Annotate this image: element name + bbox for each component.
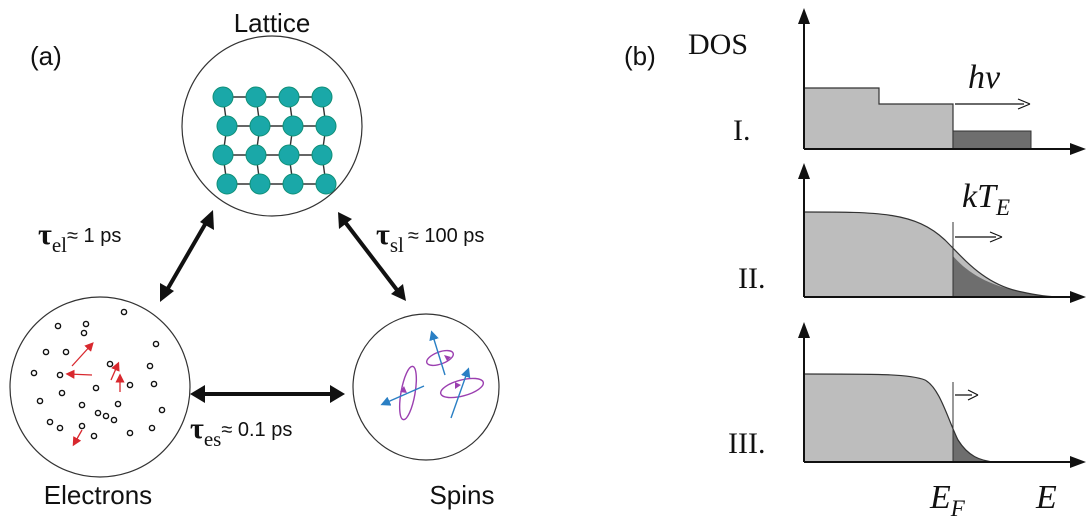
panel-b-label: (b) xyxy=(624,41,656,71)
row-2-label: II. xyxy=(738,262,765,295)
lattice-atom xyxy=(278,86,300,108)
lattice-label: Lattice xyxy=(234,8,311,38)
spin-lattice-arrowhead-bottom xyxy=(391,284,406,301)
electron xyxy=(94,409,102,417)
electron xyxy=(54,322,62,330)
electron xyxy=(120,308,128,316)
row-1-label: I. xyxy=(733,114,751,147)
electron xyxy=(58,389,66,397)
electron xyxy=(90,432,98,440)
spins-node: Spins xyxy=(352,313,500,510)
tau-el-label: τel≈ 1 ps xyxy=(38,218,121,257)
electron xyxy=(102,412,110,420)
electron xyxy=(56,371,64,379)
spins-circle xyxy=(352,313,500,461)
electron-gas xyxy=(30,308,166,447)
electron xyxy=(148,424,156,432)
spin-lattice-arrowhead-top xyxy=(338,212,352,229)
tau-es-label: τes≈ 0.1 ps xyxy=(190,412,292,451)
lattice-atom xyxy=(315,115,337,137)
electron xyxy=(110,416,118,424)
lattice-atom xyxy=(245,86,267,108)
electron xyxy=(42,348,50,356)
lattice-atom xyxy=(315,173,337,195)
electron xyxy=(56,424,64,432)
lattice-atom xyxy=(278,144,300,166)
electron-lattice-arrowhead-bottom xyxy=(160,283,174,302)
lattice-atom xyxy=(282,173,304,195)
lattice-atom xyxy=(282,115,304,137)
spin-precession-icon xyxy=(380,330,485,421)
spins-label: Spins xyxy=(429,480,494,510)
electron xyxy=(152,340,160,348)
electron-lattice-arrow xyxy=(165,219,209,292)
electron xyxy=(146,362,154,370)
electron xyxy=(114,400,122,408)
lattice-atom xyxy=(212,144,234,166)
lattice-atom xyxy=(212,86,234,108)
electrons-node: Electrons xyxy=(9,296,191,510)
electron xyxy=(158,406,166,414)
electron xyxy=(126,381,134,389)
electron-velocity-arrow xyxy=(71,342,94,367)
panel-a: (a) Lattice Electrons xyxy=(9,8,500,510)
electrons-label: Electrons xyxy=(44,480,152,510)
thermal-energy-label: kTE xyxy=(962,178,1010,220)
electron-velocity-arrow xyxy=(72,429,83,447)
fermi-energy-label: EF xyxy=(929,479,966,521)
dos-axis-label: DOS xyxy=(688,28,748,61)
electron-velocity-arrow xyxy=(65,369,93,379)
spin-lattice-arrow xyxy=(343,220,399,292)
dos-row-1: hν I. xyxy=(733,8,1086,155)
lattice-node: Lattice xyxy=(181,8,363,217)
electrons-circle xyxy=(9,296,191,478)
electron xyxy=(46,418,54,426)
electron-spin-arrowhead-left xyxy=(190,385,205,403)
excited-electrons xyxy=(952,130,1032,150)
row-3-label: III. xyxy=(728,427,765,460)
filled-band-high xyxy=(804,88,879,149)
electron xyxy=(36,397,44,405)
lattice-atom xyxy=(249,173,271,195)
electron xyxy=(150,380,158,388)
electron-lattice-arrowhead-top xyxy=(200,210,214,230)
energy-axis-label: E xyxy=(1035,479,1057,516)
electron-velocity-arrow xyxy=(110,361,120,381)
electron xyxy=(126,429,134,437)
electron xyxy=(62,348,70,356)
electron xyxy=(92,384,100,392)
photon-energy-label: hν xyxy=(968,59,1001,96)
lattice-atom xyxy=(311,86,333,108)
lattice-atom xyxy=(311,144,333,166)
tau-sl-label: τsl≈ 100 ps xyxy=(376,218,484,257)
lattice-grid xyxy=(212,86,337,195)
electron xyxy=(78,401,86,409)
lattice-atom xyxy=(216,173,238,195)
dos-row-2: kTE II. xyxy=(738,163,1086,303)
coupling-arrows xyxy=(160,210,406,403)
panel-b: (b) DOS hν I. xyxy=(624,8,1086,521)
electron xyxy=(106,360,114,368)
electron xyxy=(78,422,86,430)
dos-row-3: III. xyxy=(728,322,1086,468)
lattice-atom xyxy=(216,115,238,137)
filled-band-low xyxy=(879,104,953,149)
electron xyxy=(30,369,38,377)
lattice-atom xyxy=(245,144,267,166)
electron xyxy=(82,320,90,328)
panel-a-label: (a) xyxy=(30,41,62,71)
lattice-atom xyxy=(249,115,271,137)
electron xyxy=(80,329,88,337)
electron-spin-arrowhead-right xyxy=(330,385,345,403)
